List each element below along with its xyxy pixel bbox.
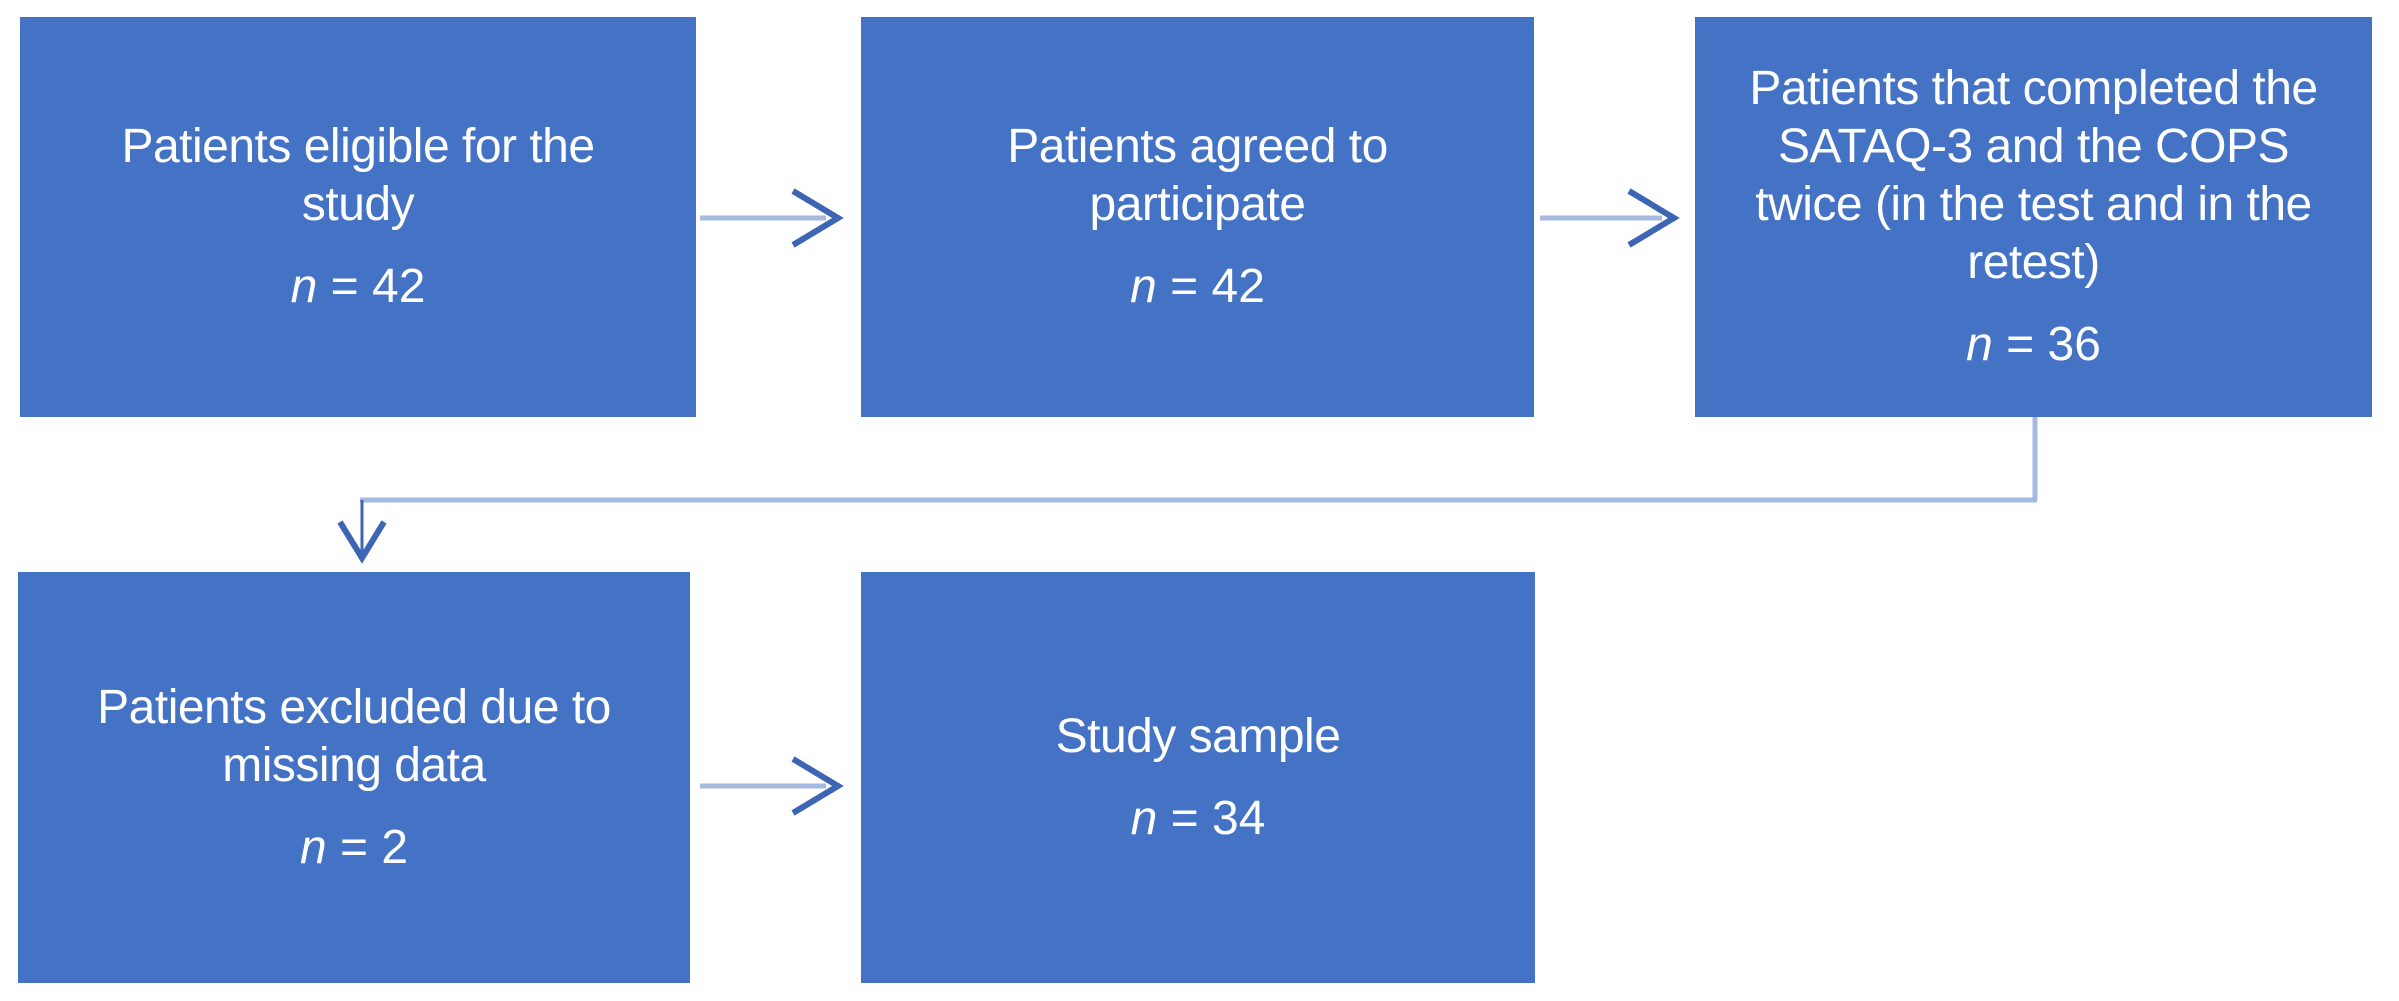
n-value: = 42 [330, 260, 426, 313]
n-value: = 34 [1170, 791, 1266, 845]
n-value: = 36 [2006, 318, 2101, 371]
connector-completed-to-excluded [337, 417, 2038, 564]
box-count: n = 34 [1131, 790, 1266, 848]
connector-excluded-to-sample [700, 756, 844, 816]
n-variable: n [299, 820, 327, 874]
box-count: n = 42 [1130, 258, 1265, 316]
arrowhead-right-icon [1627, 188, 1680, 248]
box-label: Study sample [1055, 709, 1341, 763]
box-count: n = 42 [291, 258, 426, 316]
n-variable: n [290, 260, 318, 313]
box-label: Patients agreed to participate [1007, 120, 1388, 231]
n-value: = 2 [339, 820, 409, 874]
arrowhead-down-icon [337, 520, 387, 564]
box-count: n = 2 [300, 819, 408, 877]
box-label: Patients eligible for the study [121, 120, 595, 231]
flow-box-patients-agreed: Patients agreed to participate n = 42 [861, 17, 1534, 417]
arrowhead-right-icon [791, 756, 844, 816]
connector-agreed-to-completed [1540, 188, 1680, 248]
flow-box-study-sample: Study sample n = 34 [861, 572, 1535, 983]
n-value: = 42 [1170, 260, 1265, 313]
flow-box-patients-eligible: Patients eligible for the study n = 42 [20, 17, 696, 417]
flow-box-patients-completed-tests: Patients that completed the SATAQ-3 and … [1695, 17, 2372, 417]
arrowhead-right-icon [791, 188, 844, 248]
n-variable: n [1130, 260, 1157, 313]
box-count: n = 36 [1966, 316, 2101, 374]
box-label: Patients excluded due to missing data [97, 680, 611, 792]
connector-eligible-to-agreed [700, 188, 844, 248]
n-variable: n [1130, 791, 1158, 845]
flow-box-patients-excluded: Patients excluded due to missing data n … [18, 572, 690, 983]
box-label: Patients that completed the SATAQ-3 and … [1749, 62, 2318, 289]
n-variable: n [1966, 318, 1993, 371]
